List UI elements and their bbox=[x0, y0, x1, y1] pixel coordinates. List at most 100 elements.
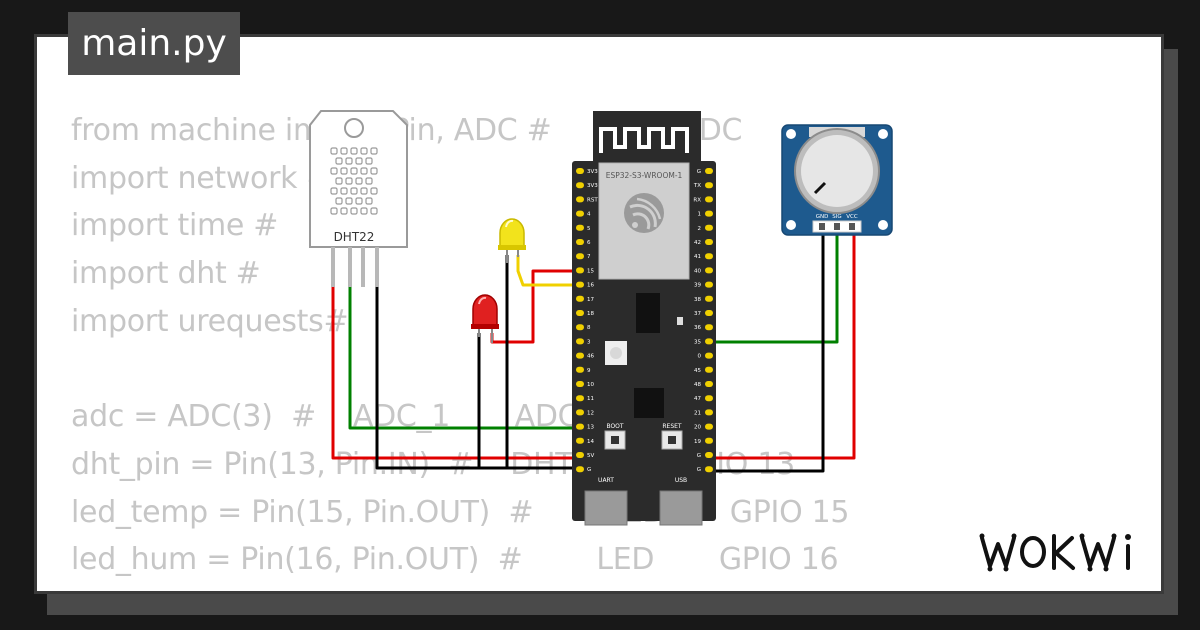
esp32-pin[interactable] bbox=[576, 182, 584, 189]
dht22-vent-slot bbox=[365, 197, 373, 205]
esp32-pin-label: 45 bbox=[694, 368, 701, 374]
esp32-pin[interactable] bbox=[576, 381, 584, 387]
esp32-pin[interactable] bbox=[705, 452, 713, 458]
pot-pin bbox=[819, 223, 825, 230]
esp32-pin-label: 16 bbox=[587, 283, 594, 289]
esp32-pin[interactable] bbox=[705, 168, 713, 174]
dht22-vent-slot bbox=[370, 207, 378, 215]
esp32-pin-label: 11 bbox=[587, 396, 594, 402]
pot-pin bbox=[849, 223, 855, 230]
esp32-pin[interactable] bbox=[705, 267, 713, 274]
esp32-pin-label: 18 bbox=[587, 311, 594, 317]
wire-dht-gnd bbox=[375, 258, 507, 470]
esp32-pin[interactable] bbox=[576, 437, 584, 444]
dht22-vent-slot bbox=[350, 147, 358, 155]
esp32-pin[interactable] bbox=[705, 381, 713, 387]
esp32-pin[interactable] bbox=[576, 267, 584, 274]
uart-usb-port[interactable] bbox=[584, 490, 628, 526]
esp32-pin-label: 12 bbox=[587, 410, 594, 416]
dht22-pin bbox=[331, 247, 335, 287]
filename-tab[interactable]: main.py bbox=[68, 12, 240, 75]
dht22-vent-slot bbox=[370, 147, 378, 155]
dht22-vent-slot bbox=[345, 177, 353, 185]
esp32-pin-label: RX bbox=[693, 197, 701, 203]
esp32-pin[interactable] bbox=[576, 452, 584, 458]
dht22-vent-slot bbox=[340, 147, 348, 155]
smd-component bbox=[677, 317, 683, 325]
uart-label: UART bbox=[598, 477, 614, 484]
esp32-pin-label: 20 bbox=[694, 425, 701, 431]
reset-button-cap bbox=[668, 436, 676, 444]
dht22-label: DHT22 bbox=[334, 230, 375, 244]
esp32-pin[interactable] bbox=[705, 466, 713, 473]
esp32-pin[interactable] bbox=[705, 224, 713, 231]
esp32-pin[interactable] bbox=[705, 423, 713, 430]
esp32-pin-label: 0 bbox=[698, 354, 702, 360]
esp32-pin[interactable] bbox=[705, 395, 713, 402]
esp32-pin[interactable] bbox=[705, 281, 713, 288]
dht22-vent-slot bbox=[330, 167, 338, 175]
dht22-vent-slot bbox=[345, 157, 353, 165]
led-red[interactable] bbox=[471, 294, 499, 343]
esp32-pin[interactable] bbox=[576, 310, 584, 316]
esp32-pin[interactable] bbox=[705, 182, 713, 189]
dht22-sensor[interactable]: DHT22 bbox=[309, 110, 408, 287]
esp32-pin[interactable] bbox=[705, 253, 713, 260]
esp32-pin[interactable] bbox=[576, 210, 584, 217]
esp32-pin[interactable] bbox=[576, 324, 584, 331]
esp32-s3-devkit[interactable]: ESP32-S3-WROOM-1 BOOT RESET UART bbox=[572, 111, 716, 526]
esp32-pin[interactable] bbox=[576, 466, 584, 473]
esp32-pin[interactable] bbox=[705, 324, 713, 331]
esp32-pin[interactable] bbox=[705, 352, 713, 359]
esp32-pin[interactable] bbox=[705, 239, 713, 245]
esp32-pin-label: 5 bbox=[587, 226, 591, 232]
esp32-pin[interactable] bbox=[705, 196, 713, 203]
esp32-pin[interactable] bbox=[576, 224, 584, 231]
led-yellow-leg bbox=[517, 245, 519, 257]
esp32-pin[interactable] bbox=[576, 281, 584, 288]
dht22-vent-slot bbox=[365, 177, 373, 185]
wire-pot-gnd bbox=[711, 225, 825, 473]
esp32-pin-label: 10 bbox=[587, 382, 594, 388]
esp32-pin[interactable] bbox=[576, 239, 584, 245]
esp32-pin[interactable] bbox=[576, 409, 584, 416]
dht22-vent-slot bbox=[335, 177, 343, 185]
dht22-vent-slot bbox=[335, 197, 343, 205]
esp32-pin[interactable] bbox=[576, 196, 584, 203]
esp32-pin[interactable] bbox=[705, 366, 713, 373]
esp32-pin-label: 21 bbox=[694, 410, 701, 416]
esp32-pin-label: 38 bbox=[694, 297, 701, 303]
potentiometer[interactable]: GND SIG VCC bbox=[781, 124, 893, 236]
esp32-pin-label: 47 bbox=[694, 396, 701, 402]
esp32-pin[interactable] bbox=[576, 366, 584, 373]
dht22-vent-slot bbox=[350, 187, 358, 195]
code-line: import time # bbox=[71, 208, 279, 244]
dht22-vent-slot bbox=[345, 197, 353, 205]
esp32-pin[interactable] bbox=[576, 168, 584, 174]
esp32-pin[interactable] bbox=[576, 253, 584, 260]
pot-knob[interactable] bbox=[801, 135, 873, 207]
esp32-pin-label: 13 bbox=[587, 425, 594, 431]
esp32-pin[interactable] bbox=[705, 310, 713, 316]
esp32-pin-label: 39 bbox=[694, 283, 701, 289]
esp32-pin[interactable] bbox=[705, 295, 713, 302]
esp32-pin[interactable] bbox=[576, 338, 584, 345]
dht22-vent-slot bbox=[355, 157, 363, 165]
esp32-pin[interactable] bbox=[576, 423, 584, 430]
esp32-pin[interactable] bbox=[576, 295, 584, 302]
espressif-logo-icon bbox=[624, 193, 664, 233]
dht22-vent-slot bbox=[330, 187, 338, 195]
reset-label: RESET bbox=[662, 423, 682, 430]
usb-port[interactable] bbox=[659, 490, 703, 526]
esp32-pin[interactable] bbox=[705, 338, 713, 345]
esp32-pin[interactable] bbox=[576, 395, 584, 402]
esp32-pin[interactable] bbox=[576, 352, 584, 359]
esp32-pin[interactable] bbox=[705, 437, 713, 444]
esp32-pin[interactable] bbox=[705, 409, 713, 416]
dht22-vent-slot bbox=[340, 187, 348, 195]
dht22-vent-slot bbox=[350, 207, 358, 215]
led-yellow[interactable] bbox=[498, 218, 526, 263]
esp32-pin[interactable] bbox=[705, 210, 713, 217]
esp32-pin-label: TX bbox=[693, 183, 701, 189]
pot-vcc-label: VCC bbox=[846, 214, 858, 220]
